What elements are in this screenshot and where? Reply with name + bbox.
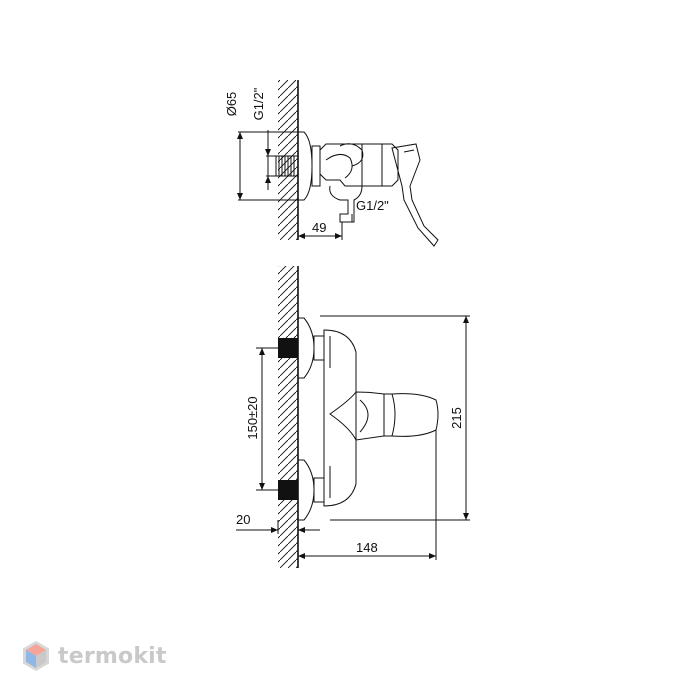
side-view: Ø65 G1/2" G1/2" 49: [224, 80, 439, 247]
mixer-body: [323, 329, 357, 507]
escutcheon-top: [297, 317, 315, 379]
outlet-spout: [329, 185, 363, 223]
handle-lever: [391, 143, 439, 247]
brand-logo: termokit: [22, 636, 167, 676]
valve-body: [319, 143, 399, 187]
dim-wall-offset: 20: [236, 512, 250, 527]
dim-spacing: 150±20: [245, 396, 260, 439]
front-view: 215 150±20 20 148: [236, 266, 470, 568]
dim-width: 148: [356, 540, 378, 555]
dim-outlet-thread: G1/2": [356, 198, 389, 213]
dim-diameter: Ø65: [224, 92, 239, 117]
brand-name: termokit: [58, 643, 167, 669]
wall-hatch-front: [278, 266, 298, 568]
dim-depth: 49: [312, 220, 326, 235]
inlet-connector-bottom: [278, 480, 298, 500]
escutcheon-bottom: [297, 459, 315, 521]
escutcheon: [297, 131, 313, 201]
dim-wall-thread: G1/2": [251, 87, 266, 120]
termokit-hex-icon: [23, 641, 49, 671]
inlet-connector-top: [278, 338, 298, 358]
dim-height: 215: [449, 407, 464, 429]
thread-lines: [278, 156, 295, 176]
